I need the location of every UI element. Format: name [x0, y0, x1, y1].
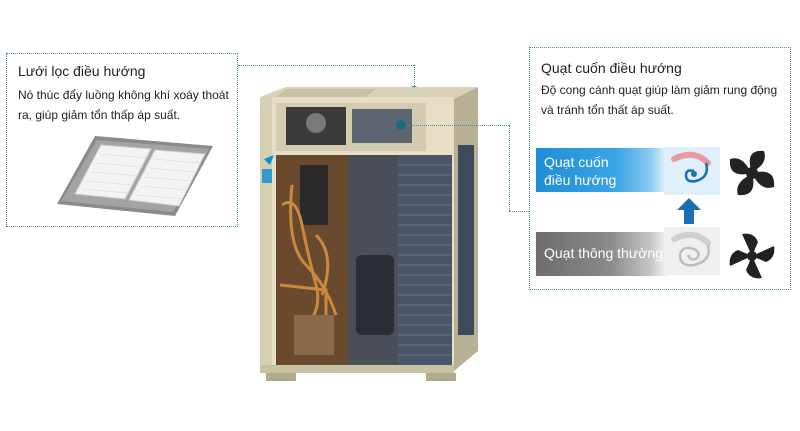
fan-leader-line [406, 125, 509, 126]
scroll-fan-label-line2: điều hướng [544, 172, 617, 188]
fan-callout-title: Quạt cuốn điều hướng [541, 60, 682, 76]
grille-callout-box [6, 53, 238, 227]
grille-callout-description: Nó thúc đẩy luồng không khí xoáy thoát r… [18, 88, 229, 122]
fan-leader-end [509, 211, 529, 212]
scroll-fan-label-bg [536, 148, 671, 192]
arrow-up-icon [677, 198, 701, 224]
normal-airflow-icon [664, 227, 720, 275]
fan-connector-dot [396, 120, 406, 130]
fan-callout-box [529, 47, 791, 290]
scroll-airflow-icon [664, 147, 720, 195]
normal-fan-label-bg [536, 232, 671, 276]
grille-leader-drop [414, 65, 415, 90]
outdoor-unit-image [260, 87, 478, 381]
grille-callout-title: Lưới lọc điều hướng [18, 63, 146, 79]
scroll-fan-label-line1: Quạt cuốn [544, 154, 609, 170]
fan-leader-drop [509, 125, 510, 211]
scroll-fan-blade-icon [729, 150, 775, 196]
grille-leader-line [238, 65, 414, 66]
guide-grille-image [57, 136, 213, 216]
fan-callout-description: Độ cong cánh quạt giúp làm giảm rung độn… [541, 83, 778, 117]
normal-fan-label: Quạt thông thường [544, 245, 663, 261]
normal-fan-blade-icon [729, 233, 775, 279]
